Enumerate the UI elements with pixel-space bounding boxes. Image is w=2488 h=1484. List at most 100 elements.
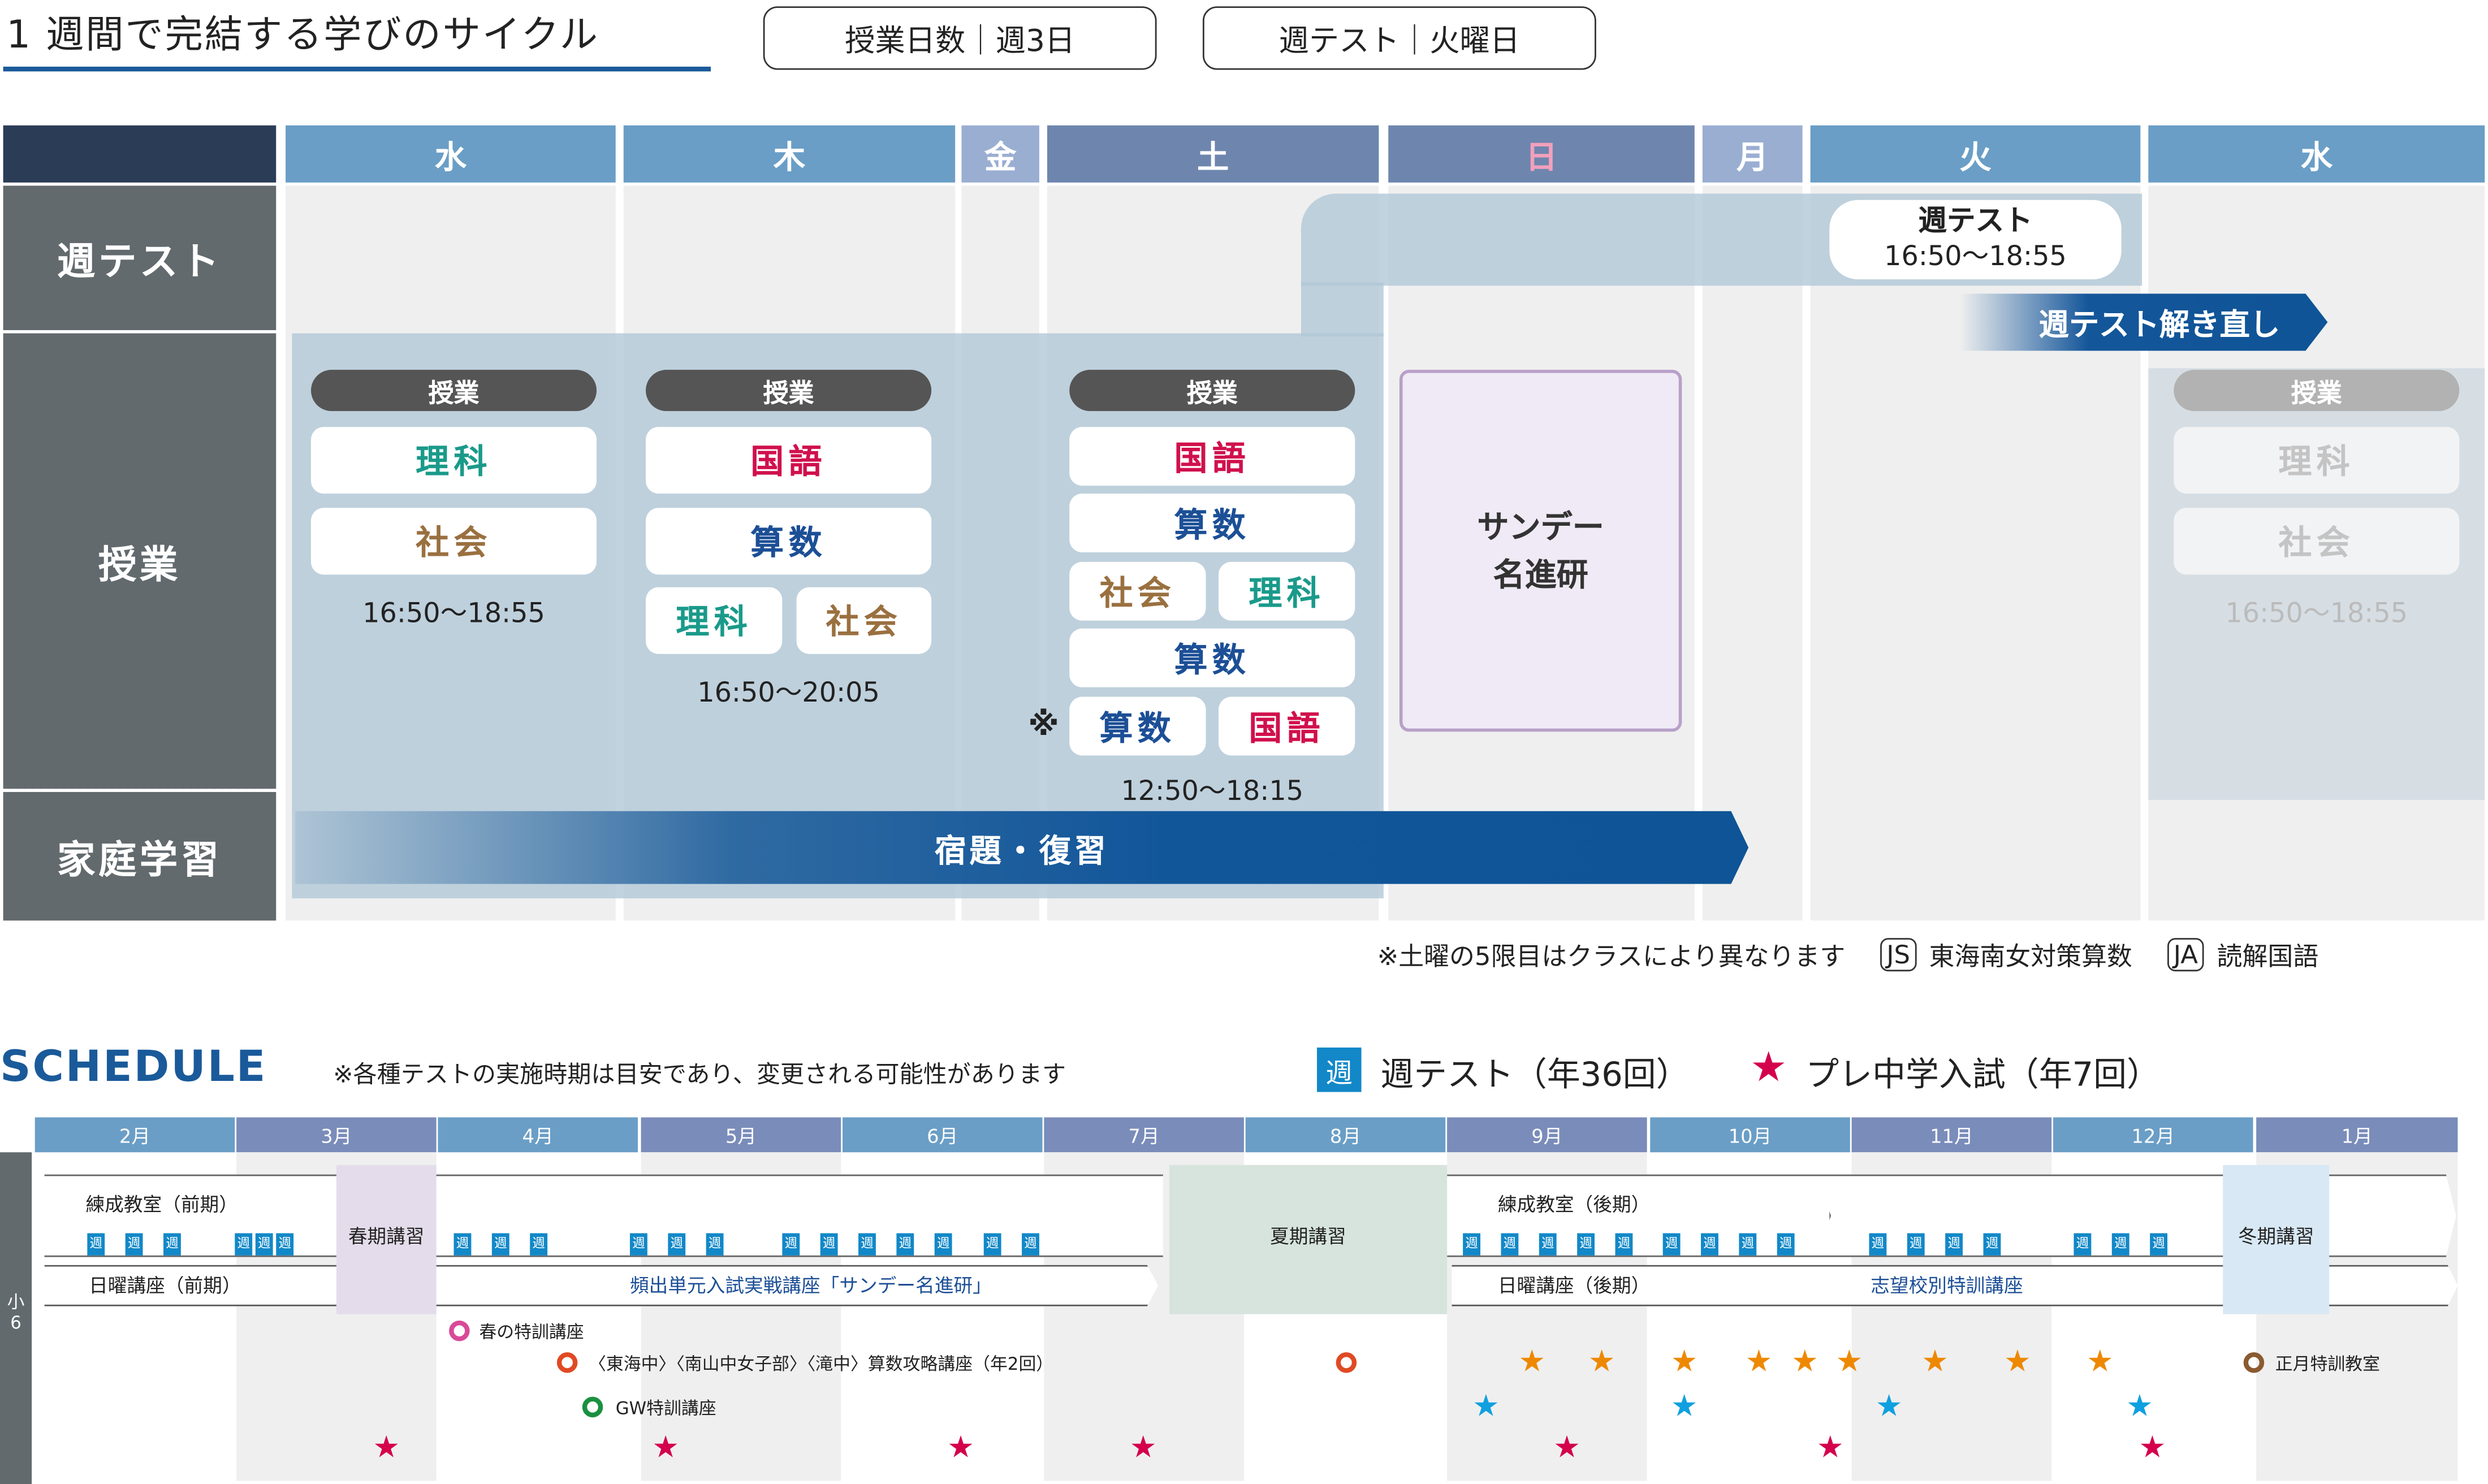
subject-math: 算数	[1069, 696, 1206, 756]
rensei-early-label: 練成教室（前期）	[85, 1193, 238, 1216]
subject-social: 社会	[1069, 561, 1206, 621]
corner-header	[3, 125, 277, 183]
sunday-late-label: 日曜講座（後期）	[1497, 1274, 1651, 1297]
day-header-tue: 火	[1810, 125, 2141, 183]
homework-arrow: 宿題・復習	[295, 811, 1749, 884]
lesson-time: 16:50〜18:55	[362, 598, 545, 630]
star-icon: ★	[1129, 1430, 1157, 1465]
shibou-label: 志望校別特訓講座	[1871, 1274, 2023, 1297]
lesson-tag: 授業	[310, 370, 597, 412]
lesson-tag: 授業	[2174, 370, 2460, 412]
star-icon: ★	[1835, 1344, 1863, 1379]
month-header: 7月	[1044, 1117, 1244, 1153]
subject-science: 理科	[1219, 561, 1355, 621]
week-test-icon: 週	[706, 1233, 724, 1256]
star-icon: ★	[373, 1430, 400, 1465]
page-title: 1 週間で完結する学びのサイクル	[6, 12, 599, 58]
week-test-icon: 週	[1701, 1233, 1718, 1256]
week-test-icon: 週	[530, 1233, 548, 1256]
week-test-icon: 週	[1983, 1233, 2001, 1256]
subject-math: 算数	[1069, 494, 1355, 553]
grade-label: 小6	[0, 1152, 32, 1484]
ring-marker-icon	[449, 1320, 470, 1342]
week-test-icon: 週	[1539, 1233, 1557, 1256]
legend-code-ja: JA	[2167, 937, 2205, 971]
star-icon: ★	[1921, 1344, 1949, 1379]
grade-text: 小6	[7, 1292, 25, 1334]
subject-japanese: 国語	[1069, 427, 1355, 486]
week-test-icon: 週	[235, 1233, 253, 1256]
legend-week-test: 週テスト（年36回）	[1380, 1055, 1690, 1094]
row-label-lesson: 授業	[3, 333, 277, 789]
ring-marker-icon	[1336, 1352, 1357, 1373]
week-test-icon: 週	[820, 1233, 838, 1256]
day-header-fri: 金	[961, 125, 1039, 183]
event-label: 〈東海中〉〈南山中女子部〉〈滝中〉算数攻略講座（年2回）	[589, 1353, 1054, 1375]
week-test-icon: 週	[1945, 1233, 1963, 1256]
row-label-weekly-test: 週テスト	[3, 185, 277, 330]
subject-japanese: 国語	[1219, 696, 1355, 756]
legend-label-ja: 読解国語	[2217, 941, 2319, 972]
week-test-icon: 週	[983, 1233, 1001, 1256]
week-test-icon: 週	[1907, 1233, 1925, 1256]
lesson-time: 16:50〜18:55	[2225, 598, 2408, 630]
row-label-homestudy: 家庭学習	[3, 791, 277, 921]
week-test-icon: 週	[491, 1233, 509, 1256]
day-header-wed: 水	[286, 125, 616, 183]
sunday-meishinken-box: サンデー 名進研	[1399, 370, 1682, 732]
star-icon: ★	[2139, 1430, 2166, 1465]
week-test-icon: 週	[87, 1233, 105, 1256]
week-test-icons: 週週週週週週週週週週週週週週週週	[1463, 1224, 2188, 1256]
week-test-icon: 週	[1501, 1233, 1519, 1256]
lesson-time: 16:50〜20:05	[697, 677, 880, 709]
star-icon: ★	[1670, 1344, 1698, 1379]
star-icon: ★	[1518, 1344, 1546, 1379]
month-header: 8月	[1245, 1117, 1446, 1153]
week-test-icon: 週	[1662, 1233, 1681, 1256]
subject-math: 算数	[646, 508, 932, 575]
month-header: 11月	[1851, 1117, 2052, 1153]
week-test-icon: 週	[668, 1233, 686, 1256]
star-icon: ★	[1588, 1344, 1616, 1379]
star-icon: ★	[2126, 1388, 2153, 1424]
schedule-note: ※各種テストの実施時期は目安であり、変更される可能性があります	[333, 1060, 1066, 1089]
star-icon: ★	[1670, 1388, 1698, 1424]
legend-code-js: JS	[1880, 937, 1917, 971]
month-header: 9月	[1447, 1117, 1647, 1153]
title-underline	[3, 66, 711, 72]
day-header-mon: 月	[1702, 125, 1803, 183]
star-icon: ★	[1875, 1388, 1903, 1424]
subject-social: 社会	[2174, 508, 2460, 575]
week-test-icon: 週	[1869, 1233, 1887, 1256]
week-test-icon: 週	[2074, 1233, 2092, 1256]
rensei-late-label: 練成教室（後期）	[1497, 1193, 1651, 1216]
summer-course-block: 夏期講習	[1169, 1165, 1448, 1314]
week-test-icon: 週	[1463, 1233, 1480, 1256]
subject-japanese: 国語	[646, 427, 932, 494]
star-icon: ★	[1750, 1044, 1787, 1092]
day-header-next-wed: 水	[2148, 125, 2485, 183]
week-test-icon: 週	[934, 1233, 952, 1256]
star-icon: ★	[1816, 1430, 1844, 1465]
event-label: GW特訓講座	[615, 1398, 716, 1419]
sunday-early-bar	[44, 1265, 1159, 1306]
week-test-icon: 週	[629, 1233, 647, 1256]
subject-social: 社会	[310, 508, 597, 575]
month-header: 3月	[236, 1117, 437, 1153]
weekly-test-box: 週テスト 16:50〜18:55	[1829, 200, 2122, 280]
week-test-icon: 週	[276, 1233, 294, 1256]
weekly-test-time: 16:50〜18:55	[1884, 241, 2067, 273]
sunday-label: 名進研	[1493, 555, 1588, 594]
day-header-thu: 木	[623, 125, 956, 183]
winter-course-block: 冬期講習	[2223, 1165, 2330, 1314]
note-mark: ※	[1028, 704, 1059, 743]
month-header: 1月	[2256, 1117, 2458, 1153]
lesson-tag: 授業	[646, 370, 932, 412]
weekly-test-title: 週テスト	[1918, 205, 2033, 239]
week-test-icon: 週	[896, 1233, 914, 1256]
week-test-icon: 週	[1615, 1233, 1633, 1256]
ring-marker-icon	[2243, 1352, 2265, 1373]
legend-pre-exam: プレ中学入試（年7回）	[1805, 1055, 2161, 1094]
footnote: ※土曜の5限目はクラスにより異なります JS 東海南女対策算数 JA 読解国語	[1377, 935, 2319, 973]
